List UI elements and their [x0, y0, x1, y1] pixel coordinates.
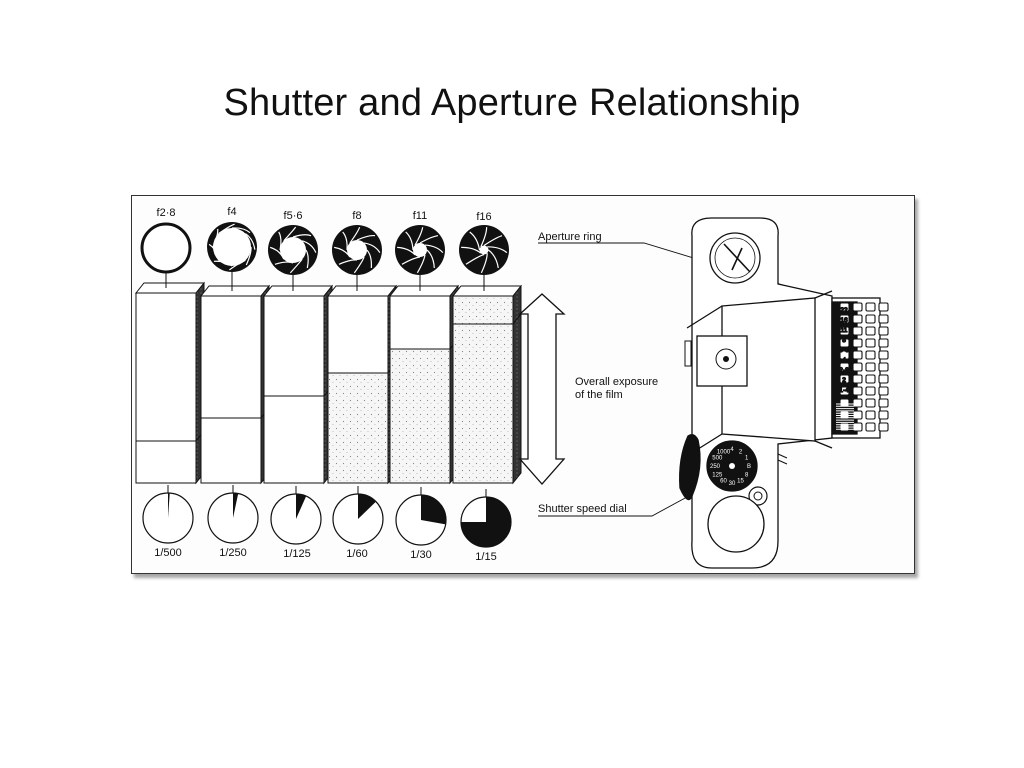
- ring-scale-value: 2: [842, 377, 846, 384]
- focusing-ring: [839, 302, 889, 432]
- shutter-clock-1: [142, 485, 194, 544]
- dial-mark: 1: [745, 456, 749, 462]
- shutter-label-500: 1/500: [154, 547, 182, 559]
- aperture-iris-6: [459, 225, 509, 275]
- shutter-label-15: 1/15: [475, 551, 496, 563]
- ring-scale-value: 5·6: [839, 347, 849, 354]
- aperture-iris-1: [140, 222, 192, 274]
- ring-scale-value: 8: [842, 337, 846, 344]
- shutter-clock-6: [460, 489, 512, 548]
- shutter-clock-row: [142, 485, 512, 548]
- ring-scale-value: 1·4: [839, 387, 849, 394]
- overall-exposure-label-1: Overall exposure: [575, 376, 658, 388]
- shutter-speed-labels: 1/500 1/250 1/125 1/60 1/30 1/15: [154, 547, 496, 563]
- exposure-block-6: [451, 275, 523, 485]
- dial-mark: 125: [712, 473, 723, 479]
- exposure-diagram: f2·8 f4 f5·6 f8 f11 f16 1/500 1/250 1/12…: [131, 195, 915, 574]
- shutter-label-30: 1/30: [410, 549, 431, 561]
- dial-mark: 250: [710, 464, 721, 470]
- aperture-iris-3: [268, 225, 318, 275]
- aperture-label-f11: f11: [413, 210, 427, 222]
- slide-title: Shutter and Aperture Relationship: [223, 82, 801, 124]
- aperture-iris-2: [207, 222, 257, 272]
- aperture-label-f16: f16: [476, 211, 491, 223]
- lower-knob: [707, 495, 765, 553]
- aperture-label-f2-8: f2·8: [157, 207, 176, 219]
- shutter-clock-4: [332, 486, 384, 545]
- aperture-iris-4: [332, 225, 382, 275]
- dial-mark: 15: [737, 479, 744, 485]
- exposure-block-3: [262, 275, 334, 485]
- exposure-block-4: [326, 275, 398, 485]
- ring-scale-value: 16: [840, 317, 848, 324]
- shutter-dial-label: Shutter speed dial: [538, 503, 627, 515]
- shutter-label-60: 1/60: [346, 548, 367, 560]
- overall-exposure-arrow: [518, 293, 566, 485]
- dial-mark: B: [747, 464, 751, 470]
- rewind-knob: [709, 232, 761, 284]
- film-advance-lever: [679, 434, 701, 501]
- exposure-block-5: [388, 275, 460, 485]
- shutter-clock-2: [207, 485, 259, 544]
- aperture-label-f4: f4: [227, 206, 236, 218]
- exposure-block-2: [199, 272, 271, 485]
- ring-scale-value: 11: [841, 327, 848, 334]
- diagram-canvas: f2·8 f4 f5·6 f8 f11 f16 1/500 1/250 1/12…: [134, 206, 889, 569]
- dial-mark: 8: [745, 473, 749, 479]
- shutter-clock-5: [395, 487, 447, 546]
- aperture-label-f8: f8: [352, 210, 361, 222]
- dial-mark: 4: [730, 447, 734, 453]
- shutter-label-250: 1/250: [219, 547, 247, 559]
- exposure-blocks: [134, 272, 523, 485]
- shutter-clock-3: [270, 486, 322, 545]
- ring-scale-value: 2·8: [839, 367, 849, 374]
- dial-mark: 60: [720, 479, 727, 485]
- dial-mark: 1000: [717, 449, 731, 455]
- dial-mark: 30: [729, 481, 736, 487]
- ring-scale-value: 4: [842, 357, 846, 364]
- aperture-labels: f2·8 f4 f5·6 f8 f11 f16: [157, 206, 492, 223]
- aperture-label-f5-6: f5·6: [284, 210, 303, 222]
- camera-top-view: 22 16 11 8 5·6 4 2·8 2 1·4: [679, 217, 889, 569]
- aperture-iris-row: [140, 222, 509, 275]
- dial-mark: 500: [712, 456, 723, 462]
- exposure-block-1: [134, 273, 206, 485]
- ring-scale-value: 22: [840, 307, 848, 314]
- overall-exposure-label-2: of the film: [575, 389, 623, 401]
- aperture-ring-ticks: 22 16 11 8 5·6 4 2·8 2 1·4: [836, 306, 854, 430]
- shutter-label-125: 1/125: [283, 548, 311, 560]
- dial-mark: 2: [739, 449, 743, 455]
- aperture-ring-label: Aperture ring: [538, 231, 602, 243]
- aperture-iris-5: [395, 225, 445, 275]
